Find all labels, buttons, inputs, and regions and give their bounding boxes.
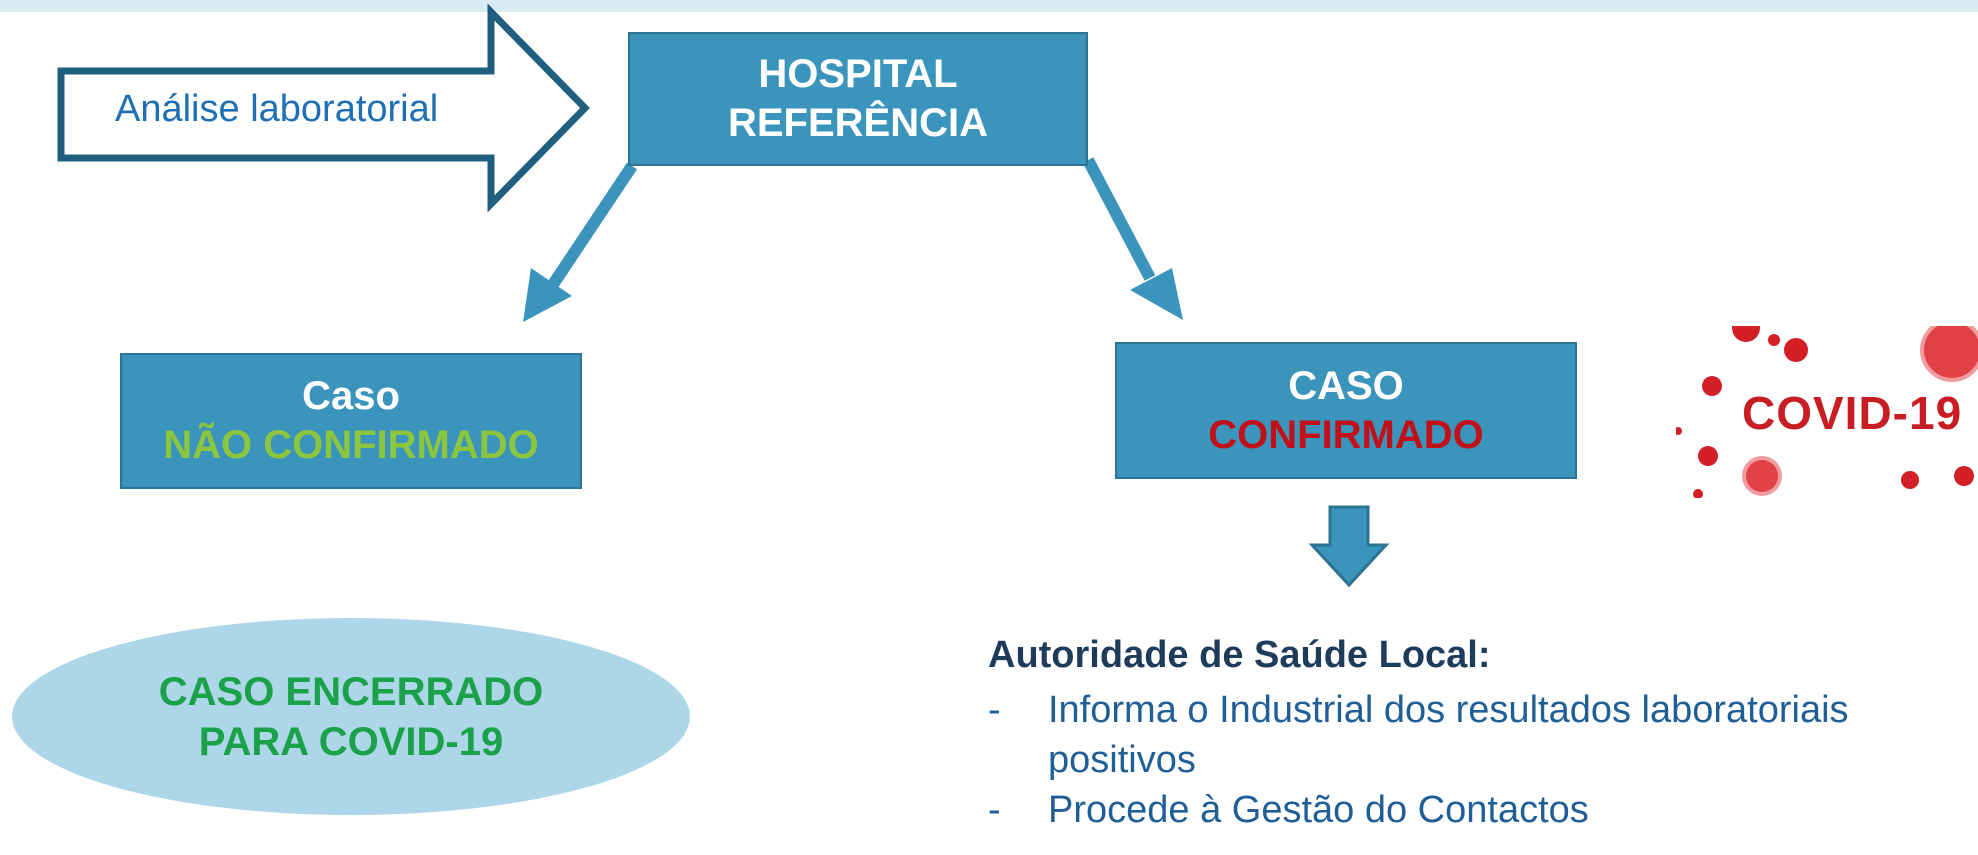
input-arrow-label: Análise laboratorial <box>115 88 439 130</box>
arrow-to-confirmed-icon <box>1082 157 1183 320</box>
case-closed-line2: PARA COVID-19 <box>198 719 504 764</box>
case-closed-line1: CASO ENCERRADO <box>158 669 544 714</box>
case-closed-ellipse: CASO ENCERRADO PARA COVID-19 <box>12 618 690 815</box>
confirmed-line2: CONFIRMADO <box>1208 412 1484 457</box>
authority-item-text: Informa o Industrial dos resultados labo… <box>1048 689 1849 781</box>
authority-item: - Procede à Gestão do Contactos <box>988 785 1928 835</box>
authority-item-text: Procede à Gestão do Contactos <box>1048 789 1589 831</box>
not-confirmed-line2: NÃO CONFIRMADO <box>163 423 539 467</box>
not-confirmed-line1: Caso <box>302 374 400 419</box>
hospital-box: HOSPITAL REFERÊNCIA <box>628 32 1088 166</box>
top-band <box>0 0 1978 12</box>
virus-particles-icon <box>1676 326 1978 498</box>
hospital-line1: HOSPITAL <box>758 52 958 97</box>
hospital-line2: REFERÊNCIA <box>727 101 989 145</box>
not-confirmed-box: Caso NÃO CONFIRMADO <box>120 353 582 489</box>
authority-title: Autoridade de Saúde Local: <box>988 634 1491 676</box>
bullet-dash: - <box>988 789 1001 831</box>
arrow-to-not-confirmed-icon <box>523 162 637 322</box>
input-arrow-icon <box>57 3 590 213</box>
covid-image: COVID-19 <box>1676 326 1978 498</box>
arrow-down-icon <box>1308 505 1390 588</box>
authority-item: - Informa o Industrial dos resultados la… <box>988 685 1928 785</box>
confirmed-line1: CASO <box>1288 363 1404 408</box>
bullet-dash: - <box>988 689 1001 731</box>
confirmed-box: CASO CONFIRMADO <box>1115 342 1577 479</box>
covid-image-text: COVID-19 <box>1742 387 1963 439</box>
authority-panel: Autoridade de Saúde Local: - Informa o I… <box>988 634 1968 835</box>
